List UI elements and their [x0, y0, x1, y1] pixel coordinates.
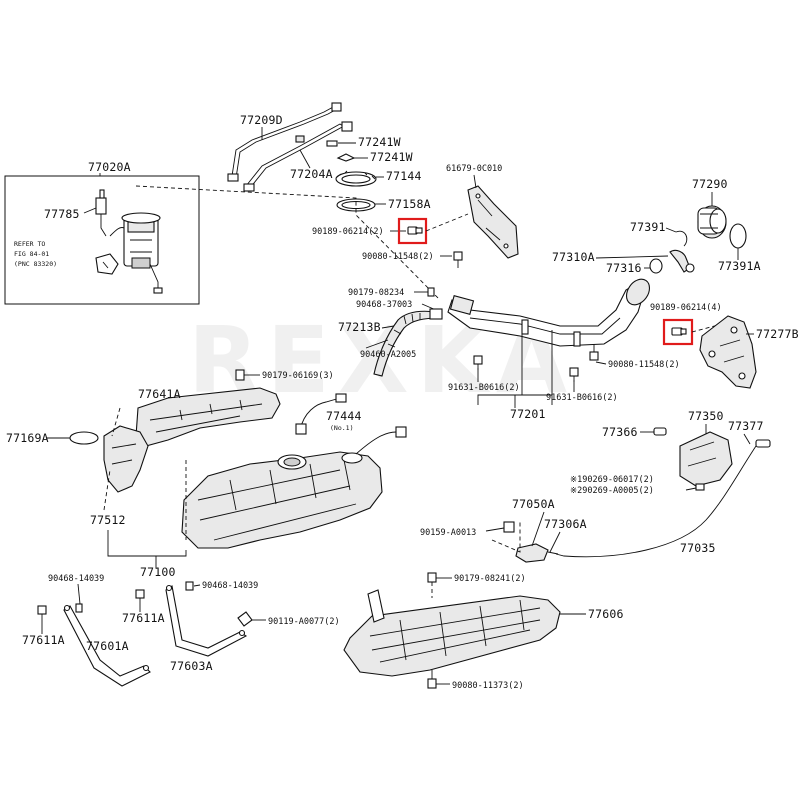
- label-90189-06214-right[interactable]: 90189-06214(4): [650, 303, 722, 313]
- gasket-77169a: [69, 431, 99, 445]
- band-77601a: [63, 604, 151, 687]
- inset-note-line-1: REFER TO: [14, 240, 45, 248]
- label-77603a[interactable]: 77603A: [170, 659, 213, 673]
- label-90179-08234[interactable]: 90179-08234: [348, 288, 404, 298]
- label-77201[interactable]: 77201: [510, 407, 546, 421]
- label-77641a[interactable]: 77641A: [138, 387, 181, 401]
- fuel-pump-inset: 77020A REFER TO FIG 84-01 (PNC 83320) 77…: [4, 160, 200, 305]
- bracket-77277b: [699, 315, 757, 389]
- label-77241w-upper[interactable]: 77241W: [358, 135, 401, 149]
- label-90080-11548-right[interactable]: 90080-11548(2): [608, 360, 680, 370]
- protector-77606: [343, 589, 561, 677]
- label-90080-11548-upper[interactable]: 90080-11548(2): [362, 252, 434, 262]
- fuel-tank-77100: [181, 426, 407, 549]
- filler-pipe-77201: [447, 278, 651, 347]
- protector-77512: [103, 425, 149, 493]
- hose-77310a: [669, 249, 695, 273]
- clamp-77316: [649, 258, 663, 274]
- label-77169a[interactable]: 77169A: [6, 431, 49, 445]
- label-77611a-left[interactable]: 77611A: [22, 633, 65, 647]
- inset-note-line-3: (PNC 83320): [14, 260, 57, 268]
- fuel-lines-top: [227, 102, 353, 192]
- label-77277b[interactable]: 77277B: [756, 327, 799, 341]
- label-77020a[interactable]: 77020A: [88, 160, 131, 174]
- label-77611a-right[interactable]: 77611A: [122, 611, 165, 625]
- fuel-door-77350: [679, 431, 733, 487]
- label-77241w-lower[interactable]: 77241W: [370, 150, 413, 164]
- band-77603a: [165, 584, 253, 657]
- cap-strap-77391a: [729, 223, 747, 249]
- spring-77366: [653, 427, 667, 436]
- bolt-91631-left: [473, 355, 483, 370]
- label-90269-06017[interactable]: ※190269-06017(2): [570, 475, 654, 485]
- label-77306a[interactable]: 77306A: [544, 517, 587, 531]
- label-77606[interactable]: 77606: [588, 607, 624, 621]
- label-77035[interactable]: 77035: [680, 541, 716, 555]
- clip-90179-06169: [235, 369, 245, 381]
- bolt-77611a-left: [37, 605, 47, 615]
- label-90468-14039-right[interactable]: 90468-14039: [202, 581, 258, 591]
- label-77213b[interactable]: 77213B: [338, 320, 381, 334]
- label-77444-no1: (No.1): [330, 424, 353, 432]
- label-77204a[interactable]: 77204A: [290, 167, 333, 181]
- label-77350[interactable]: 77350: [688, 409, 724, 423]
- label-77366[interactable]: 77366: [602, 425, 638, 439]
- label-90468-37003[interactable]: 90468-37003: [356, 300, 412, 310]
- fuel-pump-module-drawing: [95, 189, 163, 294]
- bolt-90080-upper: [453, 251, 463, 268]
- label-77290[interactable]: 77290: [692, 177, 728, 191]
- inset-note-line-2: FIG 84-01: [14, 250, 49, 258]
- label-77158a[interactable]: 77158A: [388, 197, 431, 211]
- label-77310a[interactable]: 77310A: [552, 250, 595, 264]
- lock-actuator-77050a: [503, 521, 559, 563]
- fuel-cap-77290: [697, 205, 727, 239]
- ring-77391: [675, 230, 688, 247]
- opener-cable-77035: [555, 439, 771, 558]
- bracket-61679-0c010: [467, 185, 519, 259]
- label-77391[interactable]: 77391: [630, 220, 666, 234]
- bolt-90080-11373: [427, 670, 437, 689]
- label-77209d[interactable]: 77209D: [240, 113, 283, 127]
- label-91631-b0616-left[interactable]: 91631-B0616(2): [448, 383, 520, 393]
- bolt-90189-06214-left: [407, 226, 423, 235]
- label-61679-0c010[interactable]: 61679-0C010: [446, 164, 502, 174]
- breather-hose-77213b: [373, 308, 443, 377]
- bolt-90189-06214-right: [671, 327, 687, 336]
- lock-ring-77144: [335, 170, 377, 187]
- sender-gauge-77444: [295, 393, 347, 435]
- label-77512[interactable]: 77512: [90, 513, 126, 527]
- label-77391a[interactable]: 77391A: [718, 259, 761, 273]
- label-90468-14039-left[interactable]: 90468-14039: [48, 574, 104, 584]
- label-90189-06214-left[interactable]: 90189-06214(2): [312, 227, 384, 237]
- clip-90269: [695, 483, 705, 491]
- label-77316[interactable]: 77316: [606, 261, 642, 275]
- label-90119-a0077[interactable]: 90119-A0077(2): [268, 617, 340, 627]
- clip-parts-77241w: [326, 140, 356, 162]
- label-77144[interactable]: 77144: [386, 169, 422, 183]
- label-90179-06169[interactable]: 90179-06169(3): [262, 371, 334, 381]
- label-77601a[interactable]: 77601A: [86, 639, 129, 653]
- label-90080-11373[interactable]: 90080-11373(2): [452, 681, 524, 691]
- bolt-77611a-right: [135, 589, 145, 599]
- label-90269-a0005[interactable]: ※290269-A0005(2): [570, 486, 654, 496]
- label-77050a[interactable]: 77050A: [512, 497, 555, 511]
- label-91631-b0616-right[interactable]: 91631-B0616(2): [546, 393, 618, 403]
- clip-90468-14039: [75, 581, 194, 613]
- label-90159-a0013[interactable]: 90159-A0013: [420, 528, 476, 538]
- bolt-90080-right: [589, 344, 599, 361]
- label-77100[interactable]: 77100: [140, 565, 176, 579]
- label-90179-08241[interactable]: 90179-08241(2): [454, 574, 526, 584]
- clip-90179-08234: [427, 287, 435, 297]
- label-90460-a2005[interactable]: 90460-A2005: [360, 350, 416, 360]
- label-77377[interactable]: 77377: [728, 419, 764, 433]
- clip-90179-08241: [427, 572, 437, 583]
- label-77785[interactable]: 77785: [44, 207, 80, 221]
- bolt-91631-right: [569, 367, 579, 382]
- label-77444[interactable]: 77444: [326, 409, 362, 423]
